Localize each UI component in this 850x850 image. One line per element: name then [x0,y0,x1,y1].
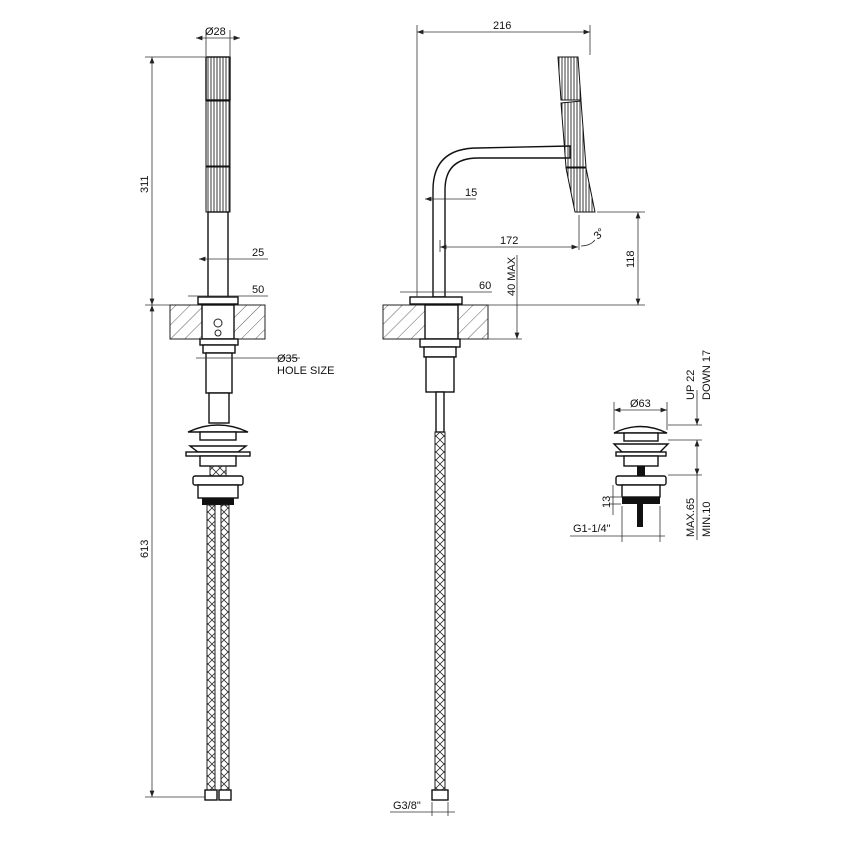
side-spout-reach-label: 172 [500,235,518,247]
base-plate [197,296,239,305]
hose-connection-label: G3/8" [393,800,421,812]
hole-size-label: HOLE SIZE [277,365,334,377]
front-stem-width-label: 25 [252,247,264,259]
front-hole-diameter-label: Ø35 [277,353,298,365]
side-base-width-label: 60 [479,280,491,292]
side-view: 216 15 172 3° 118 40 MAX 60 G3/8" [382,20,645,816]
handle-angle-label: 3° [592,226,608,242]
thread-label: G1-1/4" [573,523,611,535]
front-handle-diameter-label: Ø28 [205,26,226,38]
side-spout-height-label: 118 [625,250,637,268]
cap-diameter-label: Ø63 [630,398,651,410]
front-view: Ø28 311 613 25 50 Ø35 HOLE SIZE [139,26,334,801]
countertop-section [169,304,266,340]
side-spout-diameter-label: 15 [465,187,477,199]
front-height-above-label: 311 [139,175,151,193]
stem [207,211,229,298]
tilted-fluted-handle [557,56,596,213]
max-thickness-label: MAX.65 [685,498,697,537]
side-reach-label: 216 [493,20,511,32]
supply-hoses [204,504,232,801]
fluted-handle [205,56,231,213]
min-thickness-label: MIN.10 [701,502,713,537]
pop-up-waste [185,424,251,505]
pop-up-waste-detail: Ø63 UP 22 DOWN 17 MAX.65 MIN.10 13 G1-1/… [570,350,713,542]
front-base-width-label: 50 [252,284,264,296]
travel-up-label: UP 22 [685,370,697,400]
spout [432,145,571,298]
thread-length-label: 13 [601,496,613,508]
travel-down-label: DOWN 17 [701,350,713,400]
deck-thickness-label: 40 MAX [506,256,518,296]
front-height-below-label: 613 [139,540,151,558]
side-countertop-section [382,304,489,340]
